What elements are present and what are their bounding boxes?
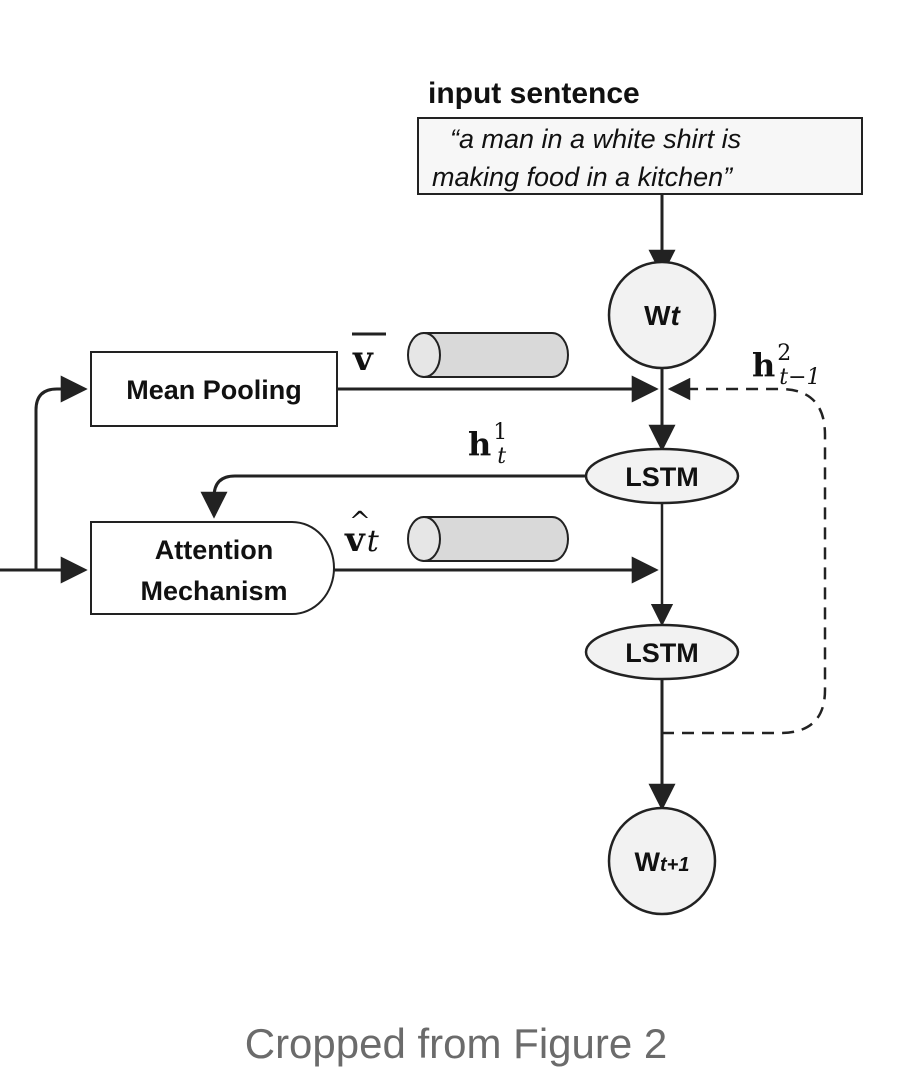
attention-mechanism-box bbox=[90, 521, 335, 615]
lstm1-label: LSTM bbox=[625, 462, 699, 492]
attended-feature-cylinder bbox=[407, 516, 569, 562]
attention-label-line2: Mechanism bbox=[140, 576, 287, 606]
v-hat-caret: ^ bbox=[349, 507, 371, 537]
figure-caption: Cropped from Figure 2 bbox=[245, 1020, 668, 1067]
mean-feature-cylinder bbox=[407, 332, 569, 378]
input-sentence-line1: “a man in a white shirt is bbox=[450, 124, 741, 154]
wt-label: Wt bbox=[644, 300, 681, 331]
input-sentence-box bbox=[417, 117, 863, 195]
wt1-label: Wt+1 bbox=[635, 847, 690, 877]
arrow-input-to-meanpool bbox=[0, 375, 88, 572]
v-bar-label: v bbox=[352, 339, 374, 379]
dashed-recurrent-loop bbox=[662, 377, 827, 735]
input-sentence-line2: making food in a kitchen” bbox=[432, 162, 733, 192]
v-hat-label: vt bbox=[344, 520, 380, 560]
mean-pooling-label: Mean Pooling bbox=[126, 375, 302, 405]
wt1-node bbox=[607, 806, 717, 916]
lstm2-label: LSTM bbox=[625, 638, 699, 668]
mean-pooling-box bbox=[90, 351, 338, 427]
attention-label-line1: Attention bbox=[155, 535, 273, 565]
arrow-lstm1-to-attention bbox=[200, 474, 586, 519]
input-sentence-title: input sentence bbox=[428, 77, 640, 110]
